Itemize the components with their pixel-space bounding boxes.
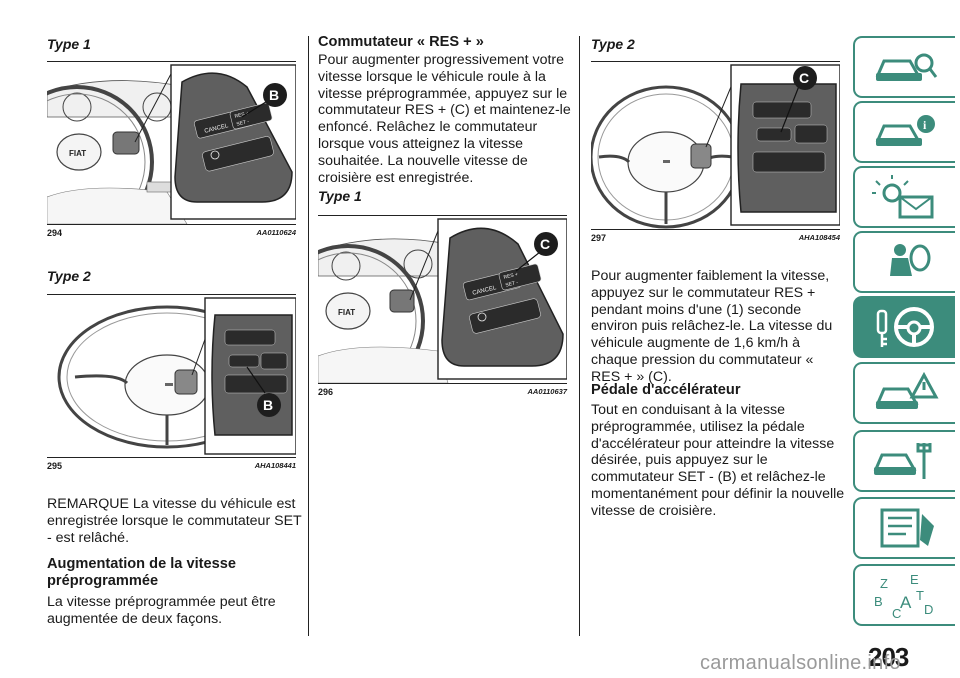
res-short-press-paragraph: Pour augmenter faiblement la vitesse, ap… xyxy=(591,268,833,385)
svg-text:D: D xyxy=(924,602,933,617)
car-service-icon xyxy=(873,443,932,479)
callout-letter: B xyxy=(263,397,273,413)
alphabet-index-icon: Z E B A C D T xyxy=(874,572,933,620)
column-divider xyxy=(579,36,580,636)
steering-wheel-illustration: B xyxy=(47,295,296,457)
specs-list-icon xyxy=(880,508,934,548)
tab-specs-list[interactable] xyxy=(853,497,955,559)
type1-heading: Type 1 xyxy=(318,188,362,204)
svg-text:Z: Z xyxy=(880,576,888,591)
svg-text:T: T xyxy=(916,588,924,603)
svg-text:E: E xyxy=(910,572,919,587)
figure-297: C xyxy=(591,61,840,230)
tab-alphabet-index[interactable]: Z E B A C D T xyxy=(853,564,955,626)
res-switch-paragraph: Pour augmenter progressivement votre vit… xyxy=(318,52,571,186)
accelerator-heading: Pédale d'accélérateur xyxy=(591,382,741,398)
section-heading: Augmentation de la vitesse préprogrammée xyxy=(47,556,236,589)
tab-warning-lights[interactable] xyxy=(853,166,955,228)
figure-294: FIAT CANCEL RES + SET - B xyxy=(47,61,296,225)
type2-heading: Type 2 xyxy=(591,36,635,52)
callout-letter: C xyxy=(799,70,809,86)
callout-letter: C xyxy=(540,236,550,252)
figure-296: FIAT CANCEL RES + SET - C xyxy=(318,215,567,384)
car-info-icon: i xyxy=(875,115,935,146)
steering-wheel-illustration: C xyxy=(591,62,840,229)
res-label: RES + xyxy=(503,272,519,281)
column-divider xyxy=(308,36,309,636)
tab-car-service[interactable] xyxy=(853,430,955,492)
watermark: carmanualsonline.info xyxy=(700,652,901,674)
tab-car-info[interactable]: i xyxy=(853,101,955,163)
fiat-logo: FIAT xyxy=(69,149,86,158)
set-label: SET - xyxy=(236,119,250,128)
note-paragraph: REMARQUE La vitesse du véhicule est enre… xyxy=(47,496,302,546)
set-label: SET - xyxy=(505,280,519,289)
svg-text:B: B xyxy=(874,594,883,609)
tab-airbag[interactable] xyxy=(853,231,955,293)
res-label: RES + xyxy=(234,111,250,120)
accelerator-paragraph: Tout en conduisant à la vitesse préprogr… xyxy=(591,402,845,519)
tab-steering-key[interactable] xyxy=(853,296,955,358)
tab-car-warning[interactable] xyxy=(853,362,955,424)
callout-letter: B xyxy=(269,87,279,103)
warning-lights-icon xyxy=(872,175,934,219)
svg-text:i: i xyxy=(923,118,927,132)
car-search-icon xyxy=(875,53,938,81)
svg-text:C: C xyxy=(892,606,901,620)
steering-wheel-illustration: FIAT CANCEL RES + SET - C xyxy=(318,216,567,383)
airbag-icon xyxy=(890,244,931,276)
page-number: 203 xyxy=(868,642,909,672)
steering-wheel-illustration: FIAT CANCEL RES + SET - B xyxy=(47,62,296,224)
cancel-label: CANCEL xyxy=(472,285,498,297)
cancel-label: CANCEL xyxy=(204,123,230,135)
svg-text:A: A xyxy=(900,593,912,612)
car-warning-icon xyxy=(875,371,939,409)
steering-key-icon xyxy=(876,307,934,347)
type1-heading: Type 1 xyxy=(47,36,91,52)
res-switch-heading: Commutateur « RES + » xyxy=(318,34,484,50)
figure-295: B xyxy=(47,294,296,458)
section-paragraph: La vitesse préprogrammée peut être augme… xyxy=(47,594,276,627)
tab-car-search[interactable] xyxy=(853,36,955,98)
type2-heading: Type 2 xyxy=(47,268,91,284)
fiat-logo: FIAT xyxy=(338,308,355,317)
